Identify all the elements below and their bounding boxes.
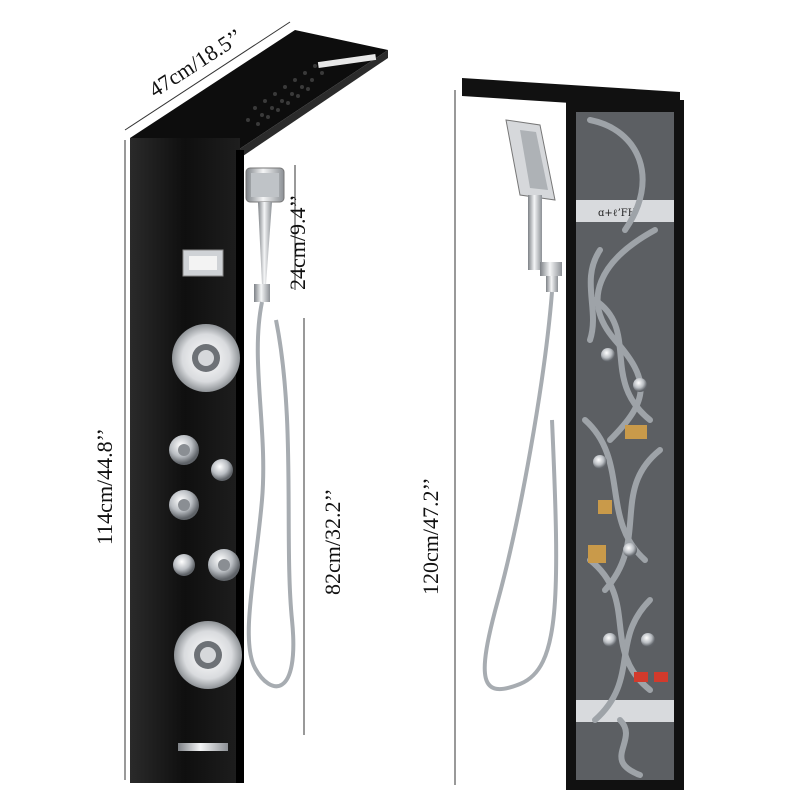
waterfall-slot-top [317, 53, 377, 69]
diverter-knob-2 [169, 490, 199, 520]
dimension-guides-left [124, 21, 305, 780]
diverter-knob-1 [169, 435, 199, 465]
red-valves [634, 672, 668, 682]
dim-handheld-height: 24cm/9.4’’ [285, 194, 310, 290]
thermostatic-knob [208, 549, 240, 581]
back-shower-hose [482, 291, 559, 692]
dim-panel-height: 114cm/44.8’’ [92, 428, 117, 545]
back-panel: ɑ+ℓ’FH [462, 78, 684, 790]
small-jet-2 [173, 554, 195, 576]
handheld-shower [245, 167, 285, 302]
bracket-label: ɑ+ℓ’FH [598, 208, 637, 219]
back-handheld-shower [505, 119, 562, 292]
rainfall-nozzles [246, 64, 324, 126]
brass-fittings [588, 425, 647, 563]
rainfall-head [130, 30, 388, 150]
front-panel [130, 30, 388, 783]
mount-bracket-bottom [576, 700, 674, 722]
body-jet-lower [174, 621, 242, 689]
mount-bracket-top [576, 200, 674, 222]
chrome-nipples [593, 348, 655, 647]
dim-handheld-mount-height: 82cm/32.2’’ [320, 488, 345, 595]
shower-hose [246, 301, 296, 689]
small-jet-1 [211, 459, 233, 481]
dim-total-height: 120cm/47.2’’ [418, 477, 443, 595]
body-jet-upper [172, 324, 240, 392]
tub-spout [178, 743, 228, 751]
